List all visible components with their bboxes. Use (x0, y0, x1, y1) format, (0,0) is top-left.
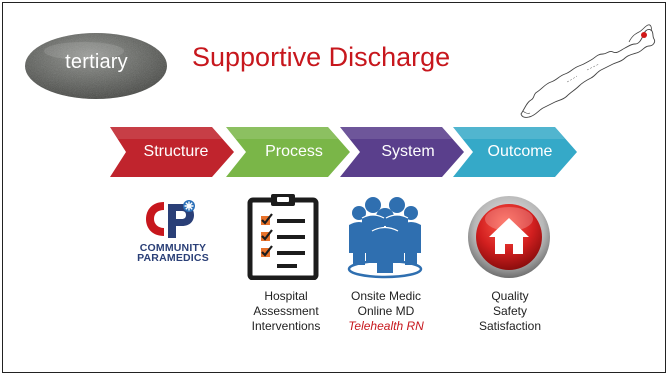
chevron-process-label: Process (265, 143, 323, 160)
team-people-icon (347, 197, 423, 279)
chevron-process (226, 127, 350, 177)
chevron-structure-label: Structure (143, 143, 209, 160)
location-marker-icon (641, 32, 647, 38)
chevron-system (340, 127, 464, 177)
river-stone-image (25, 33, 167, 99)
slide-title: Supportive Discharge (192, 42, 451, 72)
clipboard-checklist-icon (247, 194, 319, 280)
caption-telehealth-rn: Telehealth RN (348, 319, 424, 333)
nova-scotia-map-outline (520, 24, 656, 118)
community-paramedics-logo (146, 200, 195, 238)
chevron-outcome (453, 127, 577, 177)
chevron-structure (110, 127, 234, 177)
caption-hospital: Hospital (264, 289, 308, 303)
process-caption: Hospital Assessment Interventions (236, 289, 336, 334)
system-caption: Onsite Medic Online MD Telehealth RN (336, 289, 436, 334)
caption-quality: Quality (491, 289, 529, 303)
home-button-icon (468, 196, 550, 278)
chevron-outcome-label: Outcome (487, 143, 553, 160)
community-label: COMMUNITY (139, 242, 207, 254)
caption-online-md: Online MD (357, 304, 415, 318)
slide-frame (2, 2, 666, 373)
caption-assessment: Assessment (253, 304, 319, 318)
caption-onsite-medic: Onsite Medic (350, 289, 422, 303)
caption-safety: Safety (492, 304, 528, 318)
caption-interventions: Interventions (251, 319, 321, 333)
paramedics-label: PARAMEDICS (137, 252, 209, 264)
outcome-caption: Quality Safety Satisfaction (460, 289, 560, 334)
caption-satisfaction: Satisfaction (478, 319, 542, 333)
chevron-system-label: System (381, 143, 435, 160)
stone-label: tertiary (65, 51, 128, 73)
